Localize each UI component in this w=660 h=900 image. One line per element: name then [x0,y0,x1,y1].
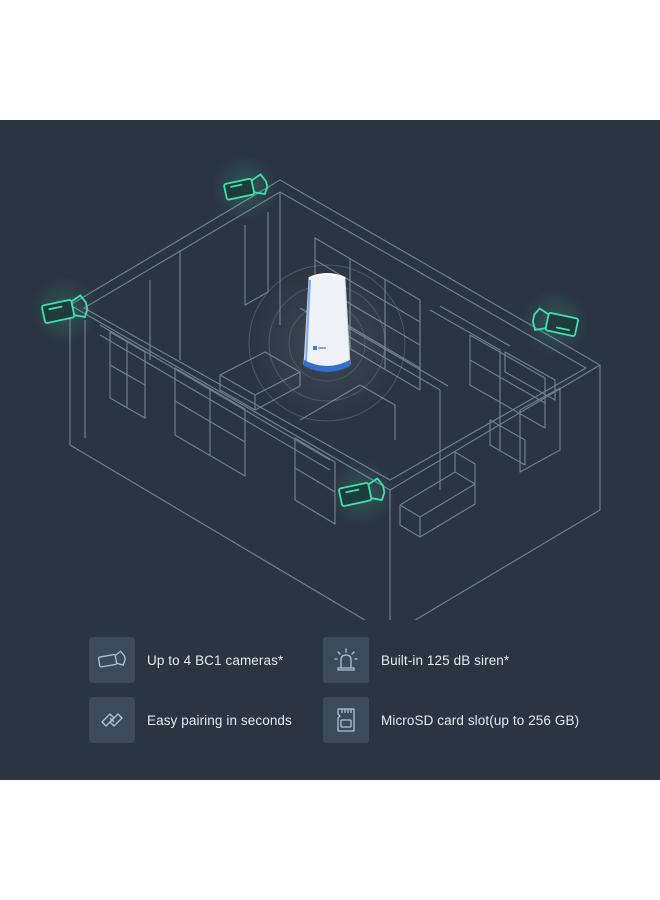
feature-label: Up to 4 BC1 cameras* [147,652,284,668]
feature-label: MicroSD card slot(up to 256 GB) [381,712,580,728]
camera-icon-right [521,289,589,357]
base-station-icon [303,273,351,372]
house-outline [69,179,601,620]
feature-pairing: Easy pairing in seconds [89,697,292,743]
camera-icon-top-left [211,154,279,222]
camera-icon-bottom [328,459,396,527]
pairing-icon [101,713,123,727]
camera-icon-left [31,276,99,344]
feature-label: Easy pairing in seconds [147,712,292,728]
feature-siren: Built-in 125 dB siren* [323,637,509,683]
house-floorplan-illustration [31,154,601,620]
feature-cameras: Up to 4 BC1 cameras* [89,637,283,683]
siren-icon [334,648,358,671]
microsd-card-icon [337,708,355,732]
feature-panel: Up to 4 BC1 cameras* Built-in 125 dB sir… [0,120,660,780]
feature-tile [89,697,135,743]
feature-tile [323,637,369,683]
feature-label: Built-in 125 dB siren* [381,652,510,668]
feature-microsd: MicroSD card slot(up to 256 GB) [323,697,579,743]
feature-tile [323,697,369,743]
feature-tile [89,637,135,683]
camera-icon [97,650,126,668]
